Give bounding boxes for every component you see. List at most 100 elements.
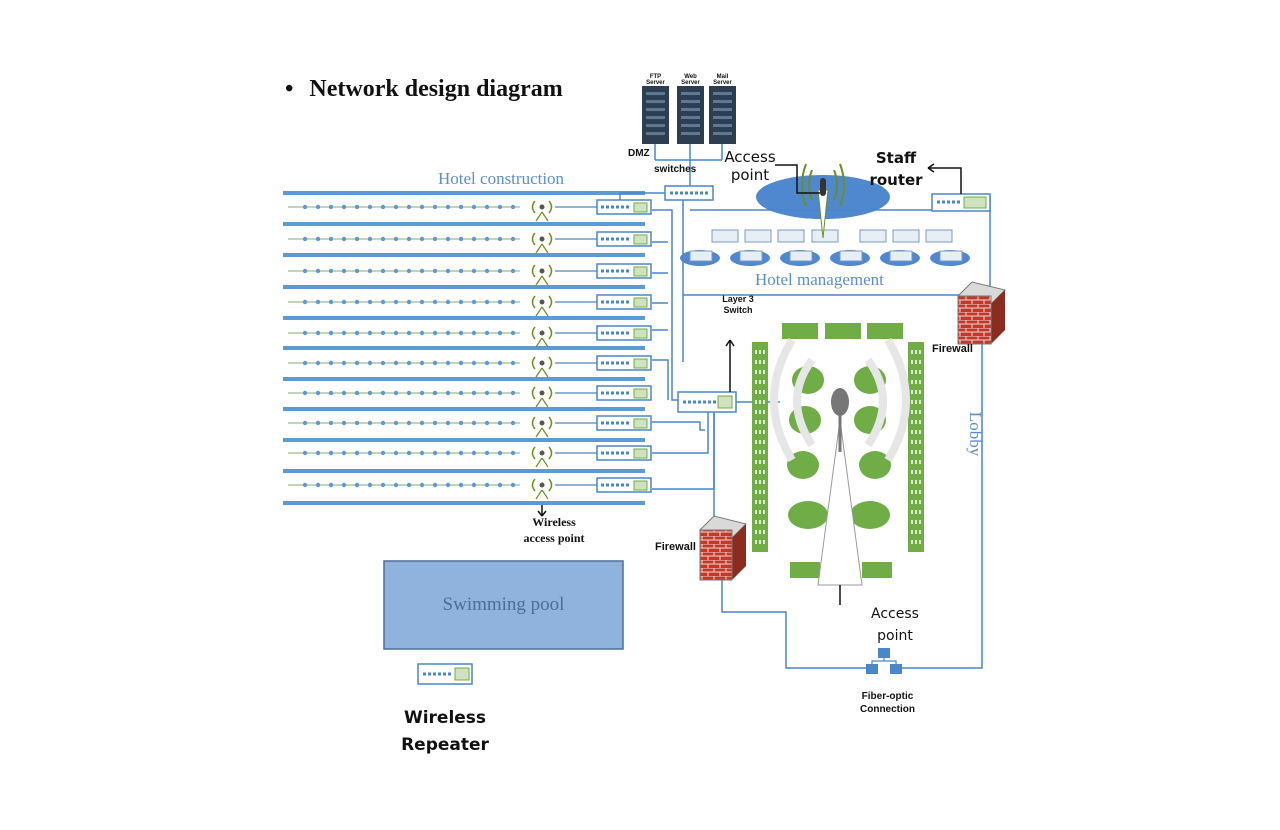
room-dot <box>380 390 386 396</box>
room-dot <box>510 360 516 366</box>
wireless-wave-icon <box>531 478 553 492</box>
room-dot <box>458 450 464 456</box>
wireless-ap-icon <box>535 367 549 378</box>
room-dot <box>471 330 477 336</box>
room-dot <box>432 204 438 210</box>
wireless-wave-icon <box>531 446 553 460</box>
wireless-wave-icon <box>531 232 553 246</box>
staff-router-icon <box>931 193 991 212</box>
room-dot <box>328 482 334 488</box>
room-dot <box>341 420 347 426</box>
firewall-right-label: Firewall <box>932 343 973 355</box>
room-dot <box>315 204 321 210</box>
room-dot <box>484 236 490 242</box>
room-dot <box>458 420 464 426</box>
room-dot <box>471 450 477 456</box>
room-dot <box>497 360 503 366</box>
room-dot <box>354 360 360 366</box>
room-dot <box>393 330 399 336</box>
room-dot <box>445 482 451 488</box>
firewall-left-icon <box>699 515 747 581</box>
hotel-management-label: Hotel management <box>755 270 884 289</box>
room-dot <box>458 204 464 210</box>
room-dot <box>367 204 373 210</box>
switch-module <box>633 448 648 459</box>
room-dot <box>419 299 425 305</box>
room-dot <box>393 360 399 366</box>
room-dot <box>367 482 373 488</box>
room-dot <box>471 360 477 366</box>
room-dot <box>510 268 516 274</box>
antenna-head-icon <box>539 420 545 426</box>
wireless-ap-icon <box>535 275 549 286</box>
room-dot <box>354 299 360 305</box>
room-dot <box>315 299 321 305</box>
room-dot <box>445 330 451 336</box>
room-dot <box>406 482 412 488</box>
hotel-management-area <box>680 175 990 266</box>
room-dot <box>484 360 490 366</box>
room-dot <box>367 420 373 426</box>
room-dot <box>315 420 321 426</box>
room-dot <box>354 450 360 456</box>
room-dot <box>419 268 425 274</box>
access-point-top-label: Access point <box>724 148 776 184</box>
room-dot <box>406 299 412 305</box>
room-dot <box>302 360 308 366</box>
wireless-wave-icon <box>531 200 553 214</box>
switch-module <box>633 234 648 245</box>
room-dot <box>432 268 438 274</box>
room-dot <box>497 420 503 426</box>
floor-divider <box>283 377 645 381</box>
room-dot <box>380 482 386 488</box>
room-dot <box>432 330 438 336</box>
room-dot <box>341 482 347 488</box>
switch-module <box>633 358 648 369</box>
floor-divider <box>283 501 645 505</box>
room-dot <box>393 204 399 210</box>
swimming-pool-label: Swimming pool <box>442 594 565 615</box>
room-dot <box>315 450 321 456</box>
room-dot <box>302 420 308 426</box>
floor-divider <box>283 346 645 350</box>
room-dot <box>432 420 438 426</box>
antenna-head-icon <box>539 268 545 274</box>
room-dot <box>367 299 373 305</box>
wireless-ap-icon <box>535 211 549 222</box>
room-dot <box>497 204 503 210</box>
room-dot <box>315 390 321 396</box>
room-dot <box>328 330 334 336</box>
dmz-label: DMZ <box>628 148 650 159</box>
room-dot <box>315 268 321 274</box>
room-dot <box>380 360 386 366</box>
room-dot <box>367 450 373 456</box>
room-dot <box>510 420 516 426</box>
room-dot <box>510 299 516 305</box>
room-dot <box>315 330 321 336</box>
room-dot <box>510 450 516 456</box>
room-dot <box>354 330 360 336</box>
room-dot <box>445 204 451 210</box>
room-dot <box>341 330 347 336</box>
room-dot <box>393 450 399 456</box>
room-dot <box>302 299 308 305</box>
room-dot <box>458 268 464 274</box>
antenna-head-icon <box>539 360 545 366</box>
floor-divider <box>283 469 645 473</box>
room-dot <box>484 299 490 305</box>
room-dot <box>471 420 477 426</box>
room-dot <box>393 299 399 305</box>
room-dot <box>380 204 386 210</box>
hotel-floors <box>283 191 652 505</box>
floor-divider <box>283 316 645 320</box>
room-dot <box>419 390 425 396</box>
wireless-ap-icon <box>535 427 549 438</box>
room-dot <box>328 236 334 242</box>
room-dot <box>458 236 464 242</box>
mail-server-label: Mail Server <box>713 74 732 86</box>
room-dot <box>432 299 438 305</box>
room-dot <box>419 420 425 426</box>
room-dot <box>328 360 334 366</box>
switch-module <box>633 388 648 399</box>
